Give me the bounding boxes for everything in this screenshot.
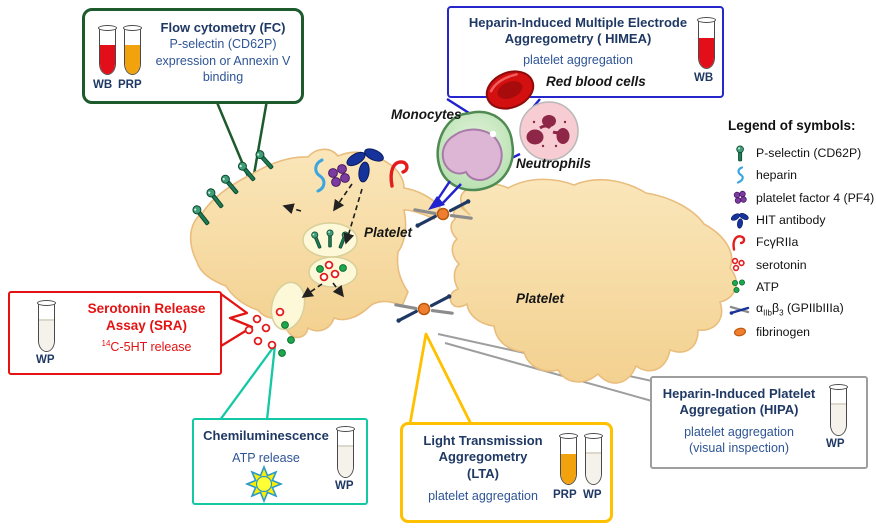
hipa-body-line1: platelet aggregation [684, 424, 794, 439]
hit-antibody-icon [730, 213, 749, 229]
hit-immune-complex [314, 148, 409, 193]
heparin-icon [736, 166, 744, 185]
chemi-tube-label: WP [335, 480, 354, 492]
platelet-left-label: Platelet [364, 225, 413, 240]
chemiluminescence-box: Chemiluminescence ATP release WP [192, 418, 368, 505]
chemi-tube-wp [336, 426, 355, 478]
beta-symbol: β [772, 301, 780, 315]
legend-item-fibrinogen: fibrinogen [728, 320, 876, 342]
sra-tube-label: WP [36, 354, 55, 366]
p-selectin-icon [736, 145, 744, 162]
dense-granule-serotonin-atp [308, 256, 358, 288]
pf4-icon [328, 164, 350, 187]
himea-tube-wb [697, 17, 716, 69]
sra-title: Serotonin Release Assay (SRA) [87, 301, 206, 333]
legend-label: heparin [756, 168, 798, 183]
legend-item-hit-antibody: HIT antibody [728, 209, 876, 231]
fc-body: P-selectin (CD62P) expression or Annexin… [155, 37, 291, 84]
lta-tube-wp-label: WP [583, 489, 602, 501]
lta-title-line2: Aggregometry [438, 449, 528, 465]
lta-title-line1: Light Transmission [423, 433, 543, 448]
aiibb3-icon [729, 306, 750, 316]
legend-item-pf4: platelet factor 4 (PF4) [728, 187, 876, 209]
hipa-tube-wp [829, 384, 848, 436]
beta-subscript: 3 [779, 308, 784, 318]
lta-box: Light Transmission Aggregometry (LTA) pl… [400, 422, 613, 523]
red-blood-cell [485, 70, 535, 110]
legend-label: P-selectin (CD62P) [756, 146, 862, 161]
hipa-box: Heparin-Induced Platelet Aggregation (HI… [650, 376, 868, 469]
legend-label: HIT antibody [756, 213, 826, 228]
himea-arrow-to-bridge [428, 180, 462, 210]
legend: Legend of symbols: P-selectin (CD62P) he… [728, 118, 876, 343]
alpha-granule-pselectin [302, 222, 358, 258]
lta-tube-wp [584, 433, 603, 485]
platelet-right-label: Platelet [516, 291, 565, 306]
lta-callout-tail [408, 332, 473, 425]
alpha-symbol: α [756, 301, 764, 315]
hipa-tube-label: WP [826, 438, 845, 450]
legend-item-fcgriia: FcγRIIa [728, 231, 876, 253]
legend-item-aiibb3: αIIbβ3 (GPIIbIIIa) [728, 298, 876, 320]
legend-item-heparin: heparin [728, 164, 876, 186]
lta-body: platelet aggregation [428, 488, 538, 503]
sra-body-rest: C-5HT release [110, 339, 192, 354]
fcgriia-icon [389, 160, 409, 188]
sra-box: WP Serotonin Release Assay (SRA) 14C-5HT… [8, 291, 222, 375]
fc-tube-wb-label: WB [93, 79, 113, 91]
platelet-right-cell [449, 178, 738, 384]
himea-box: Heparin-Induced Multiple Electrode Aggre… [447, 6, 724, 98]
legend-label: FcγRIIa [756, 235, 799, 250]
hipa-title: Heparin-Induced Platelet Aggregation (HI… [662, 386, 816, 418]
sra-body: 14C-5HT release [74, 339, 219, 355]
fc-title: Flow cytometry (FC) [160, 20, 286, 35]
neutrophil-cell [519, 101, 579, 161]
releasing-granule [270, 281, 306, 331]
lta-tube-prp [559, 433, 578, 485]
chemi-title: Chemiluminescence [203, 428, 329, 443]
hit-antibody-icon [346, 148, 384, 183]
himea-body: platelet aggregation [523, 53, 633, 67]
gpiibiiia-text: (GPIIbIIIa) [783, 301, 844, 315]
legend-item-p-selectin: P-selectin (CD62P) [728, 142, 876, 164]
fc-tube-prp-label: PRP [118, 79, 142, 91]
pf4-icon [733, 190, 747, 204]
fibrinogen-icon [733, 327, 747, 336]
red-blood-cells-label: Red blood cells [546, 74, 646, 89]
sra-tube-wp [37, 300, 56, 352]
legend-item-serotonin: serotonin [728, 253, 876, 275]
hipa-body-line2: (visual inspection) [688, 440, 790, 455]
lta-title-line3: (LTA) [467, 465, 499, 481]
lta-tube-prp-label: PRP [553, 489, 577, 501]
legend-label: ATP [756, 279, 780, 294]
legend-label: platelet factor 4 (PF4) [756, 190, 875, 205]
himea-tube-label: WB [694, 72, 714, 84]
legend-item-atp: ATP [728, 276, 876, 298]
sra-body-sup: 14 [101, 338, 111, 348]
fc-box: WB PRP Flow cytometry (FC) P-selectin (C… [82, 8, 304, 104]
legend-label: αIIbβ3 (GPIIbIIIa) [756, 301, 844, 317]
chemiluminescence-flash-icon [244, 464, 284, 504]
monocytes-label: Monocytes [391, 107, 462, 122]
legend-title: Legend of symbols: [728, 118, 856, 133]
chemiluminescence-callout-tail [219, 343, 277, 421]
chemi-body: ATP release [232, 451, 300, 465]
atp-icon [732, 279, 745, 293]
legend-label: fibrinogen [756, 324, 811, 339]
himea-title: Heparin-Induced Multiple Electrode Aggre… [468, 15, 688, 47]
alpha-subscript: IIb [763, 308, 773, 318]
fc-tube-prp [123, 25, 142, 75]
legend-label: serotonin [756, 257, 807, 272]
fcgriia-icon [732, 235, 746, 252]
serotonin-icon [731, 257, 745, 271]
fc-tube-wb [98, 25, 117, 75]
heparin-icon [314, 158, 326, 193]
neutrophils-label: Neutrophils [516, 156, 592, 171]
monocyte-cell [436, 110, 515, 192]
secretion-arrows [282, 183, 363, 298]
